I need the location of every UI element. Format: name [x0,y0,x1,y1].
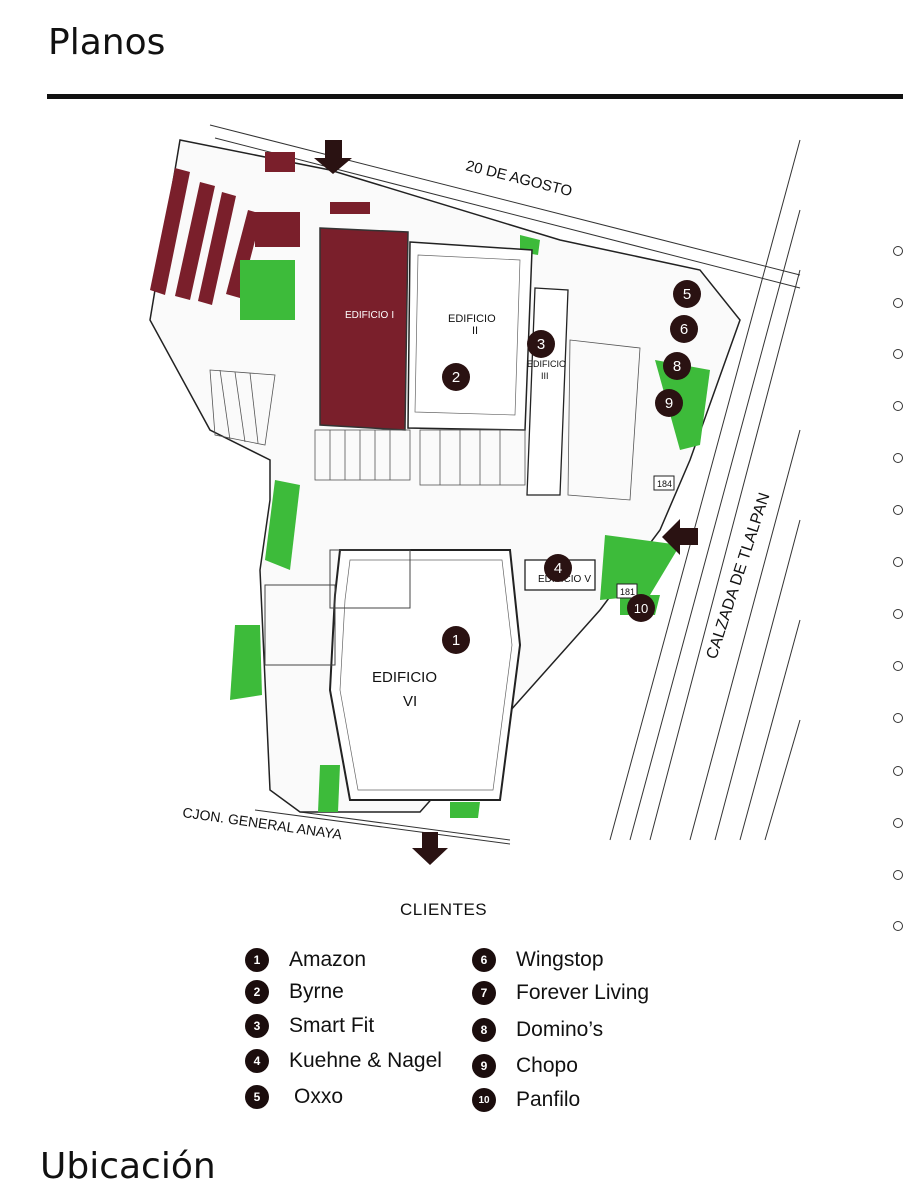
map-marker-1[interactable]: 1 [442,626,470,654]
road-lines [209,124,801,845]
svg-text:8: 8 [673,358,681,375]
edge-glyph-icon [893,661,903,671]
svg-text:10: 10 [634,601,648,616]
map-marker-2[interactable]: 2 [442,363,470,391]
edge-glyph-icon [893,453,903,463]
svg-text:1: 1 [452,632,460,649]
map-marker-9[interactable]: 9 [655,389,683,417]
building-edificio-vi [328,549,522,801]
edge-glyph-icon [893,557,903,567]
edge-glyph-icon [893,713,903,723]
edge-glyph-icon [893,921,903,931]
section-title-ubicacion: Ubicación [40,1146,216,1187]
edge-glyph-icon [893,766,903,776]
map-marker-8[interactable]: 8 [663,352,691,380]
building-label-iii: EDIFICIO III [527,359,569,381]
building-edificio-ii [407,241,533,431]
svg-text:3: 3 [537,336,545,353]
map-marker-5[interactable]: 5 [673,280,701,308]
svg-text:4: 4 [554,560,562,577]
entrance-arrows [314,140,698,865]
lot-number-184: 184 [657,479,672,489]
map-marker-10[interactable]: 10 [627,594,655,622]
legend-title: CLIENTES [400,900,488,919]
edge-glyph-icon [893,609,903,619]
edge-glyph-icon [893,246,903,256]
svg-text:2: 2 [452,369,460,386]
parking-stalls-nw [150,152,370,305]
map-markers: 1 2 3 4 5 6 8 9 10 [442,280,701,654]
lot-number-181: 181 [620,587,635,597]
edge-glyph-icon [893,349,903,359]
site-outline [149,139,741,813]
page-title: Planos [48,22,166,63]
loading-docks [209,339,641,501]
building-label-ii: EDIFICIO II [448,313,499,337]
edge-glyph-icon [893,298,903,308]
edge-glyph-icon [893,818,903,828]
edge-glyph-icon [893,505,903,515]
street-label-calzada-de-tlalpan: CALZADA DE TLALPAN [704,491,774,661]
building-label-vi: EDIFICIO VI [372,669,441,710]
edge-glyph-icon [893,401,903,411]
map-marker-3[interactable]: 3 [527,330,555,358]
title-divider [47,94,903,99]
building-edificio-i [319,227,409,431]
svg-text:9: 9 [665,395,673,412]
building-edificio-iii [526,287,569,496]
map-marker-6[interactable]: 6 [670,315,698,343]
site-plan-map: 20 DE AGOSTO CALZADA DE TLALPAN CJON. GE… [149,124,801,865]
edge-glyph-icon [893,870,903,880]
map-marker-4[interactable]: 4 [544,554,572,582]
svg-text:6: 6 [680,321,688,338]
svg-text:5: 5 [683,286,691,303]
